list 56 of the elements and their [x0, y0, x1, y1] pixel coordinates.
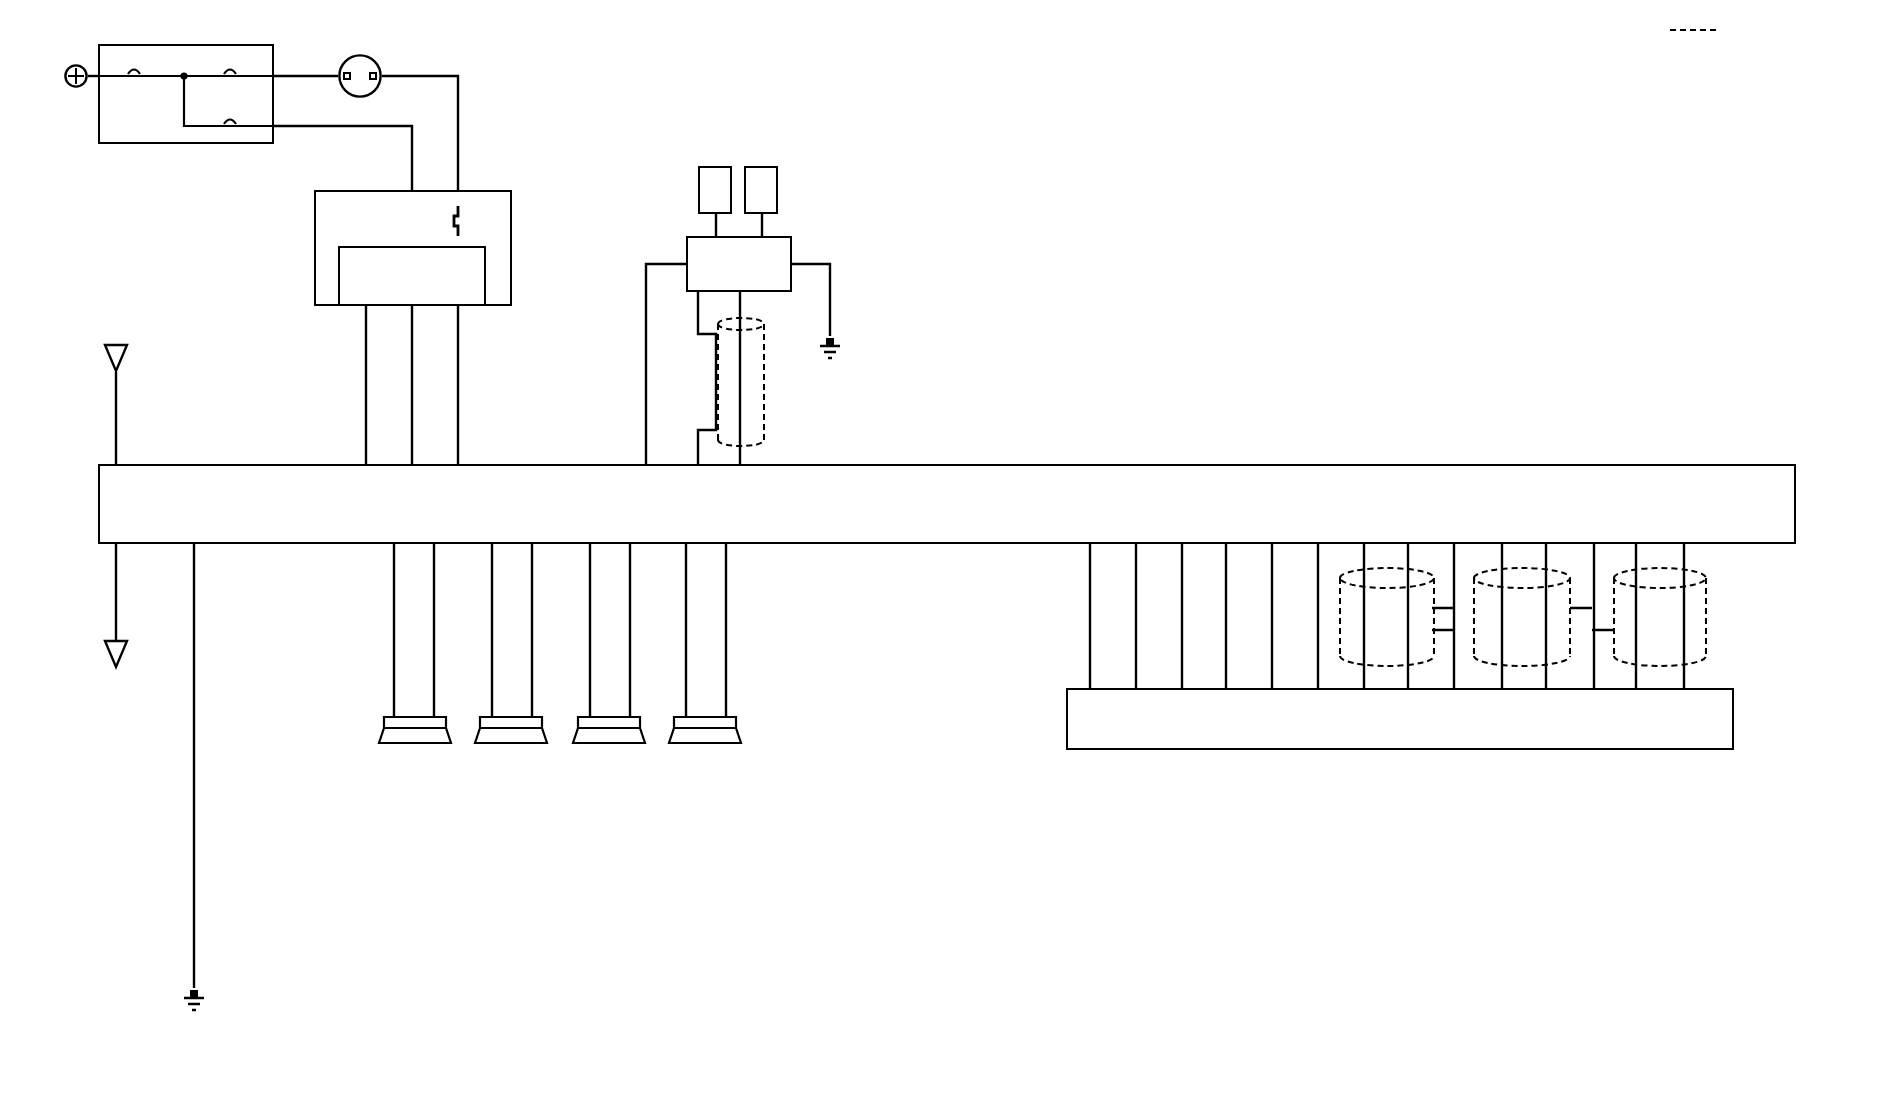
wire	[760, 214, 764, 236]
wire	[1500, 544, 1504, 688]
sensor-symbol	[744, 166, 778, 214]
wire	[1592, 544, 1596, 688]
wire	[1224, 544, 1228, 688]
control-unit-box	[98, 464, 1796, 544]
wire	[1134, 544, 1138, 688]
ground-symbol	[818, 336, 842, 360]
wire	[684, 544, 688, 716]
wire	[1544, 544, 1548, 688]
wire	[456, 306, 460, 464]
wire	[530, 544, 534, 716]
wire	[1682, 544, 1686, 688]
wire	[432, 544, 436, 716]
wire	[644, 262, 686, 464]
wire	[382, 74, 460, 190]
inner-box	[337, 245, 486, 306]
wire	[1088, 544, 1092, 688]
speaker-symbol	[668, 716, 742, 744]
wire	[392, 544, 396, 716]
wire	[364, 306, 368, 464]
wire	[1362, 544, 1366, 688]
wire	[1316, 544, 1320, 688]
speaker-symbol	[572, 716, 646, 744]
wire	[628, 544, 632, 716]
wire	[410, 306, 414, 464]
wire	[1406, 544, 1410, 688]
ground-symbol	[182, 988, 206, 1012]
sensor-symbol	[698, 166, 732, 214]
fuse-box	[98, 44, 274, 144]
wire	[274, 124, 414, 190]
antenna-symbol	[104, 344, 128, 372]
lamp-symbol	[338, 54, 382, 98]
relay-box	[686, 236, 792, 292]
wire	[588, 544, 592, 716]
wire	[792, 262, 832, 336]
wire	[1634, 544, 1638, 688]
switch-box	[314, 190, 512, 306]
wire	[114, 544, 118, 640]
wire	[114, 372, 118, 464]
battery-terminal-symbol	[64, 64, 88, 88]
wire	[192, 544, 196, 988]
wire	[274, 74, 338, 78]
wire	[696, 292, 718, 464]
wire	[1180, 544, 1184, 688]
wire	[490, 544, 494, 716]
module-box	[1066, 688, 1734, 750]
speaker-symbol	[378, 716, 452, 744]
wire	[714, 214, 718, 236]
wire	[738, 292, 742, 464]
wire	[724, 544, 728, 716]
speaker-symbol	[474, 716, 548, 744]
wire	[1270, 544, 1274, 688]
wire	[1452, 544, 1456, 688]
antenna-symbol	[104, 640, 128, 668]
wire	[88, 74, 98, 78]
